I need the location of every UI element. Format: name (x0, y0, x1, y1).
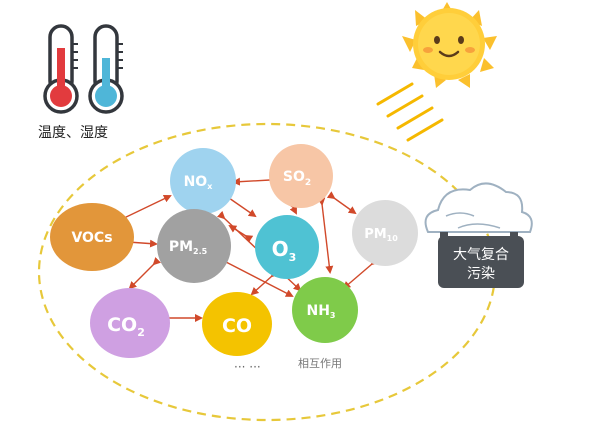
svg-text:CO2: CO2 (107, 314, 145, 339)
interaction-arrow (112, 194, 172, 227)
svg-text:SO2: SO2 (283, 169, 311, 188)
node-pm10: PM10 (352, 200, 418, 266)
sunlight-rays (376, 82, 444, 142)
node-so2: SO2 (269, 144, 333, 208)
thermometer-red-icon (43, 24, 79, 114)
svg-text:O3: O3 (272, 237, 297, 264)
svg-text:VOCs: VOCs (71, 230, 112, 246)
svg-text:PM10: PM10 (364, 227, 398, 243)
node-pm25: PM2.5 (157, 209, 231, 283)
ellipsis-label: ··· ··· (234, 360, 261, 374)
boundary-ellipse (37, 122, 497, 422)
node-o3: O3 (255, 215, 319, 279)
interaction-arrow (232, 175, 277, 186)
node-nh3: NH3 (292, 277, 358, 343)
interaction-arrow (342, 257, 380, 290)
svg-text:PM2.5: PM2.5 (169, 239, 208, 256)
interaction-arrow (221, 191, 257, 218)
interaction-arrow (250, 269, 280, 296)
pollution-label-line1: 大气复合 (453, 246, 509, 263)
interaction-arrow (286, 199, 297, 215)
svg-text:CO: CO (222, 315, 252, 337)
node-co: CO (202, 292, 272, 356)
svg-text:NH3: NH3 (306, 303, 335, 320)
thermometer-blue-icon (88, 24, 124, 114)
interaction-arrow (128, 256, 162, 290)
sun-icon (402, 2, 497, 88)
cloud-icon (424, 182, 533, 233)
svg-text:NOx: NOx (184, 174, 214, 191)
node-vocs: VOCs (50, 203, 134, 271)
interaction-label: 相互作用 (298, 357, 342, 370)
pollution-label-line2: 污染 (467, 266, 495, 282)
interaction-arrow (326, 191, 357, 215)
node-co2: CO2 (90, 288, 170, 358)
node-no: NOx (170, 148, 236, 214)
interaction-arrow (317, 197, 334, 274)
thermometers-label: 温度、湿度 (38, 125, 108, 141)
factory-icon (438, 232, 524, 288)
